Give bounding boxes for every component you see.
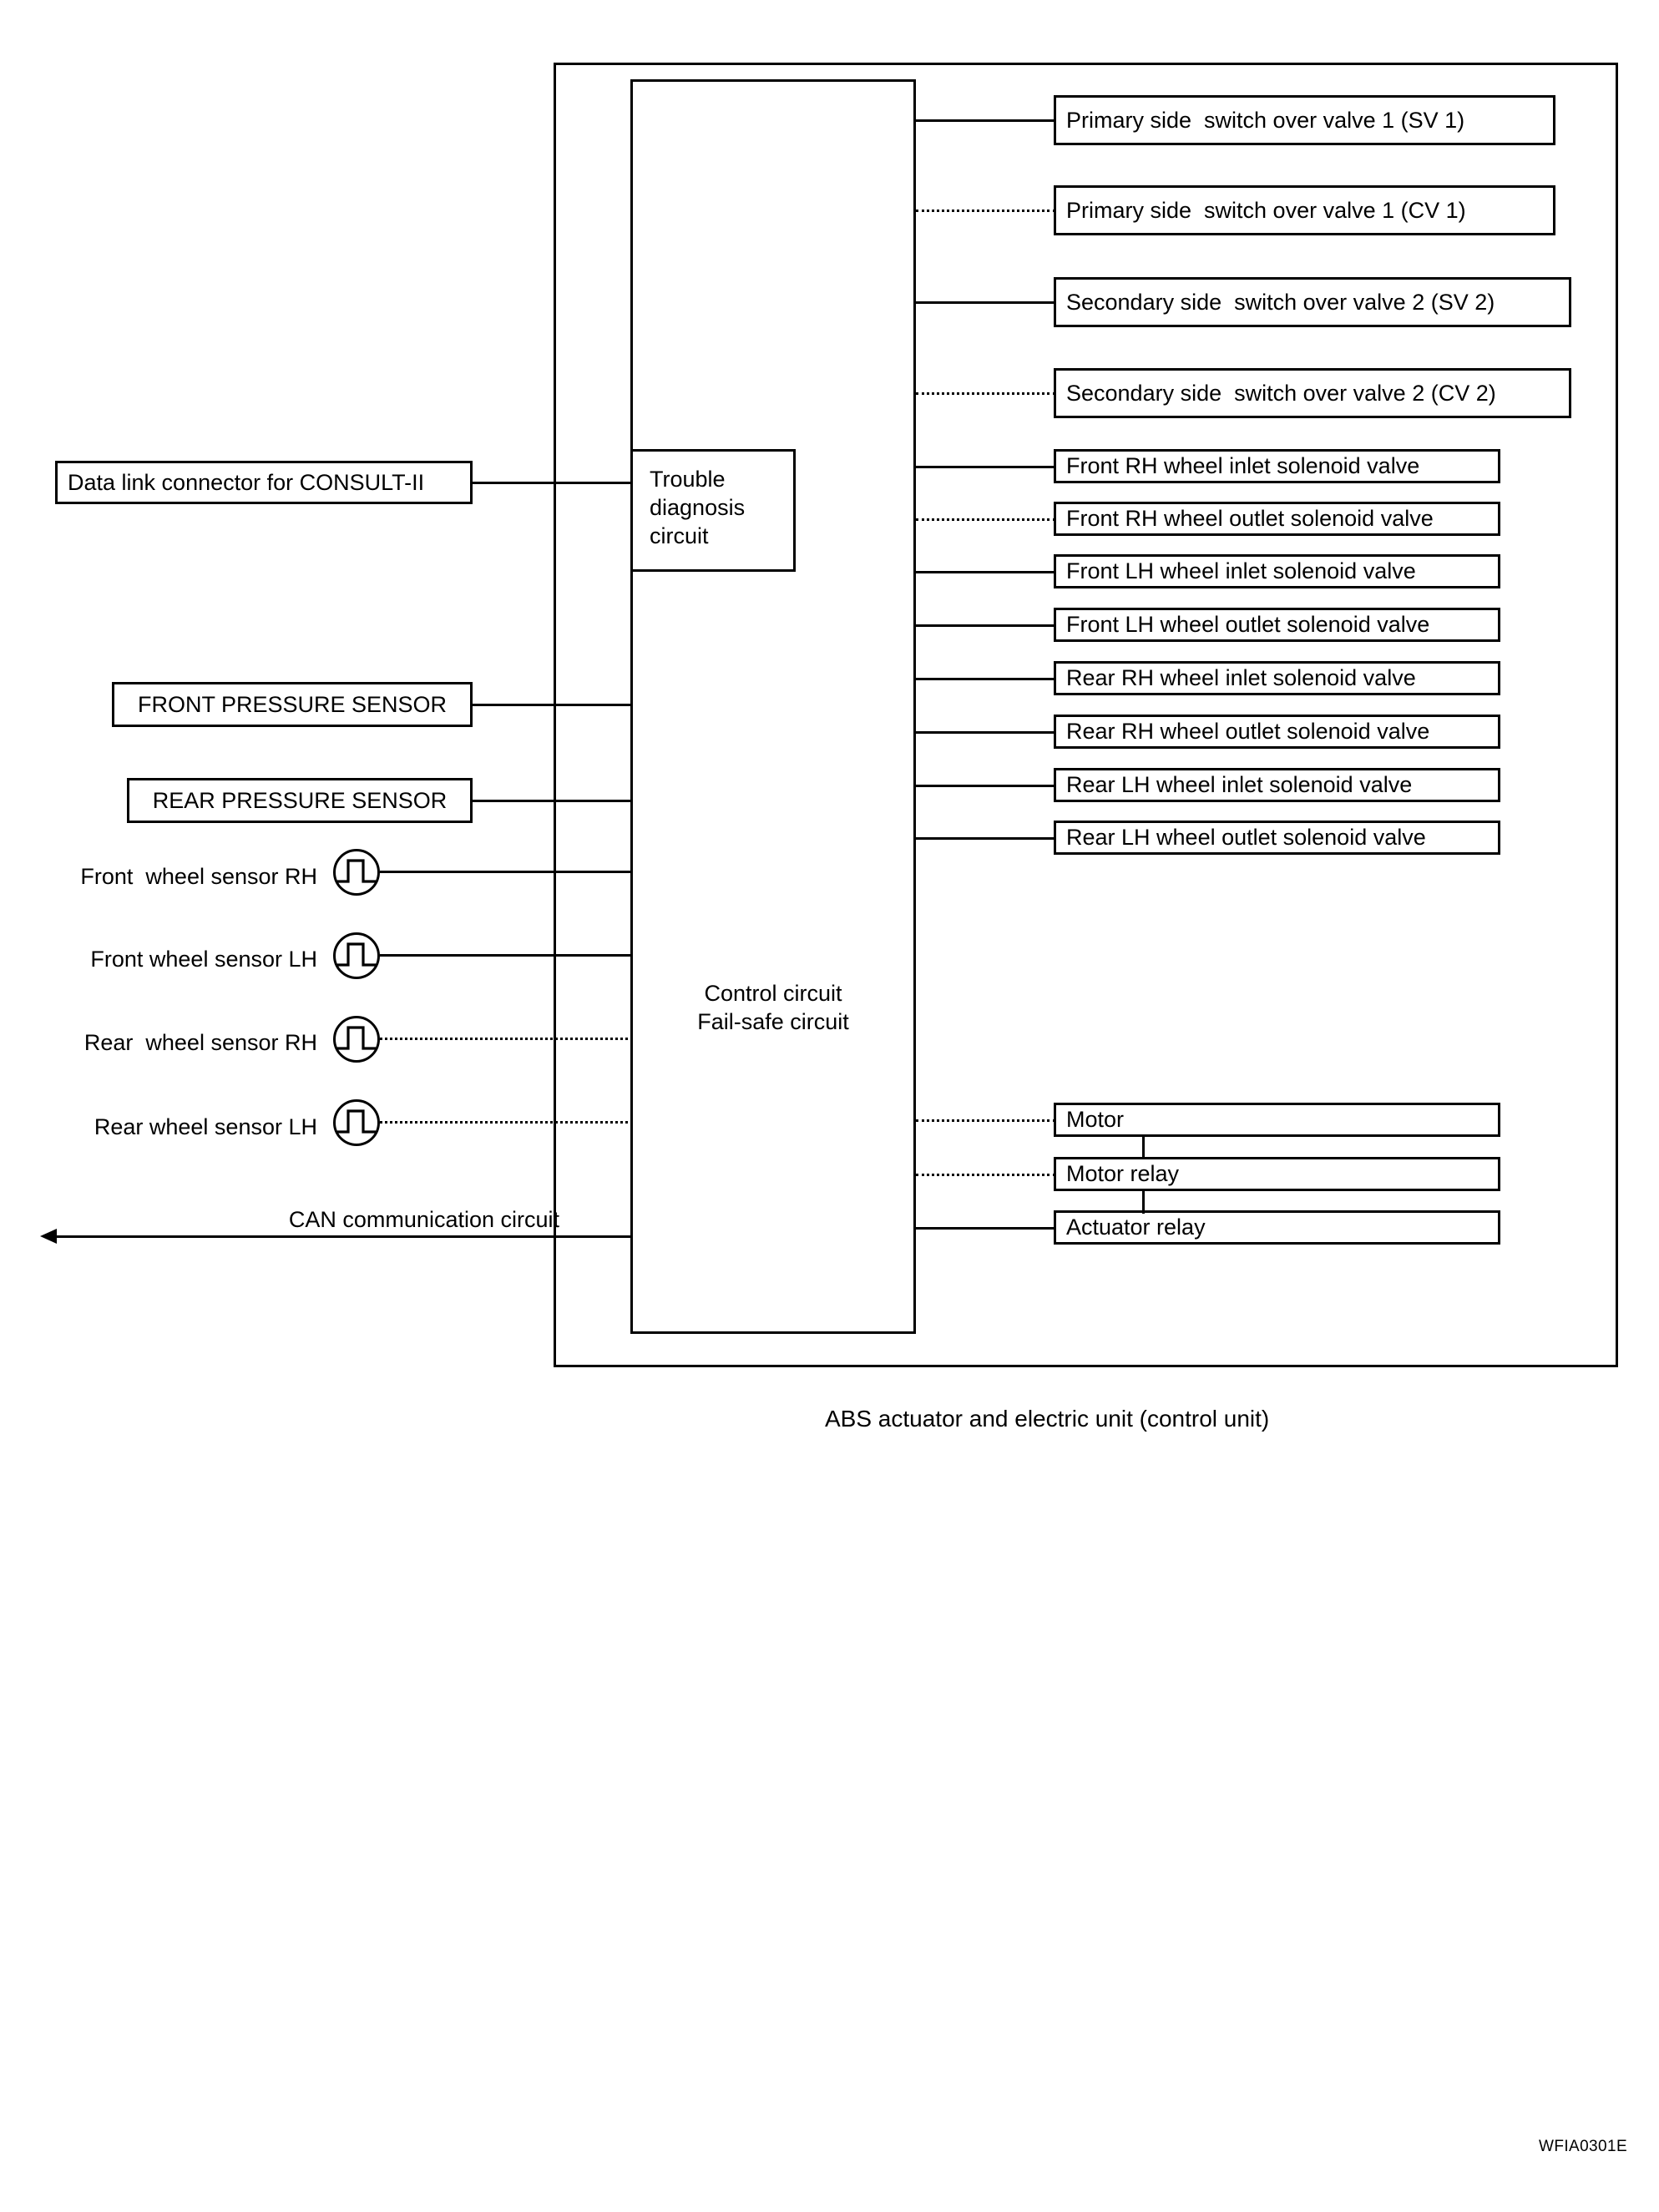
output-box-valve-cv1: Primary side switch over valve 1 (CV 1) <box>1054 185 1555 235</box>
output-box-solenoid-front-lh-inlet: Front LH wheel inlet solenoid valve <box>1054 554 1500 588</box>
output-box-motor-relay: Motor relay <box>1054 1157 1500 1191</box>
control-circuit-label-line-2: Fail-safe circuit <box>697 1009 849 1034</box>
can-communication-label: CAN communication circuit <box>288 1207 559 1232</box>
wheel-sensor-label-front-lh: Front wheel sensor LH <box>90 947 317 972</box>
input-box-data-link-connector: Data link connector for CONSULT-II <box>55 461 473 504</box>
output-box-solenoid-rear-rh-outlet: Rear RH wheel outlet solenoid valve <box>1054 715 1500 749</box>
wire-motor-relay-to-actuator-relay <box>1142 1189 1145 1214</box>
output-label: Motor relay <box>1066 1161 1180 1186</box>
trouble-diagnosis-label-line-2: diagnosis <box>650 495 746 520</box>
wire-rear-pressure-sensor <box>473 800 633 802</box>
output-label: Front LH wheel outlet solenoid valve <box>1066 612 1430 637</box>
control-unit-block <box>630 79 916 1334</box>
output-label: Secondary side switch over valve 2 (CV 2… <box>1066 380 1496 406</box>
wire-solenoid-1 <box>916 466 1055 468</box>
wire-solenoid-3 <box>916 571 1055 573</box>
wire-solenoid-6 <box>916 731 1055 734</box>
output-label: Front RH wheel inlet solenoid valve <box>1066 453 1420 478</box>
trouble-diagnosis-label-line-1: Trouble <box>650 467 726 492</box>
output-label: Primary side switch over valve 1 (SV 1) <box>1066 107 1465 133</box>
output-label: Front RH wheel outlet solenoid valve <box>1066 506 1434 531</box>
wheel-sensor-label-rear-rh: Rear wheel sensor RH <box>83 1030 317 1055</box>
wire-wheel-sensor-front-rh <box>380 871 633 873</box>
output-label: Rear RH wheel outlet solenoid valve <box>1066 719 1430 744</box>
trouble-diagnosis-block <box>630 449 796 572</box>
wire-actuator-relay <box>916 1227 1055 1230</box>
wire-valve-cv1 <box>916 210 1055 212</box>
wire-solenoid-2 <box>916 518 1055 521</box>
wire-valve-sv2 <box>916 301 1055 304</box>
square-wave-sensor-icon <box>333 849 380 896</box>
output-box-valve-sv1: Primary side switch over valve 1 (SV 1) <box>1054 95 1555 145</box>
input-box-front-pressure-sensor: FRONT PRESSURE SENSOR <box>112 682 473 727</box>
wheel-sensor-label-front-rh: Front wheel sensor RH <box>80 864 317 889</box>
output-box-valve-cv2: Secondary side switch over valve 2 (CV 2… <box>1054 368 1571 418</box>
output-label: Front LH wheel inlet solenoid valve <box>1066 558 1416 583</box>
wire-solenoid-7 <box>916 785 1055 787</box>
output-label: Rear RH wheel inlet solenoid valve <box>1066 665 1416 690</box>
square-wave-sensor-icon <box>333 1016 380 1063</box>
control-circuit-label-line-1: Control circuit <box>704 981 842 1006</box>
output-label: Primary side switch over valve 1 (CV 1) <box>1066 197 1466 223</box>
output-label: Motor <box>1066 1107 1125 1132</box>
output-box-solenoid-rear-lh-inlet: Rear LH wheel inlet solenoid valve <box>1054 768 1500 802</box>
wire-wheel-sensor-rear-lh <box>380 1121 633 1124</box>
can-arrow-head-icon <box>40 1229 57 1244</box>
output-label: Secondary side switch over valve 2 (SV 2… <box>1066 289 1495 315</box>
output-box-actuator-relay: Actuator relay <box>1054 1210 1500 1245</box>
wire-motor-to-motor-relay <box>1142 1134 1145 1159</box>
output-box-solenoid-front-rh-inlet: Front RH wheel inlet solenoid valve <box>1054 449 1500 483</box>
abs-unit-outer-frame <box>554 63 1618 1367</box>
input-box-rear-pressure-sensor: REAR PRESSURE SENSOR <box>127 778 473 823</box>
square-wave-sensor-icon <box>333 1099 380 1146</box>
input-label: REAR PRESSURE SENSOR <box>152 787 448 813</box>
output-box-valve-sv2: Secondary side switch over valve 2 (SV 2… <box>1054 277 1571 327</box>
wire-solenoid-5 <box>916 678 1055 680</box>
wire-can-communication <box>55 1235 633 1238</box>
input-label: FRONT PRESSURE SENSOR <box>137 691 448 717</box>
wire-front-pressure-sensor <box>473 704 633 706</box>
output-box-solenoid-front-rh-outlet: Front RH wheel outlet solenoid valve <box>1054 502 1500 536</box>
wire-motor <box>916 1119 1055 1122</box>
output-label: Actuator relay <box>1066 1215 1206 1240</box>
wire-valve-cv2 <box>916 392 1055 395</box>
wheel-sensor-label-rear-lh: Rear wheel sensor LH <box>94 1114 317 1139</box>
output-box-solenoid-front-lh-outlet: Front LH wheel outlet solenoid valve <box>1054 608 1500 642</box>
figure-id: WFIA0301E <box>1539 2138 1628 2155</box>
wire-wheel-sensor-front-lh <box>380 954 633 957</box>
wire-valve-sv1 <box>916 119 1055 122</box>
input-label: Data link connector for CONSULT-II <box>68 469 425 495</box>
wire-wheel-sensor-rear-rh <box>380 1038 633 1040</box>
figure-caption: ABS actuator and electric unit (control … <box>825 1406 1270 1432</box>
output-label: Rear LH wheel outlet solenoid valve <box>1066 825 1426 850</box>
wire-motor-relay <box>916 1174 1055 1176</box>
square-wave-sensor-icon <box>333 932 380 979</box>
wire-data-link-connector <box>473 482 633 484</box>
wire-solenoid-4 <box>916 624 1055 627</box>
trouble-diagnosis-label-line-3: circuit <box>650 523 709 548</box>
output-box-solenoid-rear-lh-outlet: Rear LH wheel outlet solenoid valve <box>1054 821 1500 855</box>
wire-solenoid-8 <box>916 837 1055 840</box>
output-label: Rear LH wheel inlet solenoid valve <box>1066 772 1413 797</box>
output-box-motor: Motor <box>1054 1103 1500 1137</box>
output-box-solenoid-rear-rh-inlet: Rear RH wheel inlet solenoid valve <box>1054 661 1500 695</box>
